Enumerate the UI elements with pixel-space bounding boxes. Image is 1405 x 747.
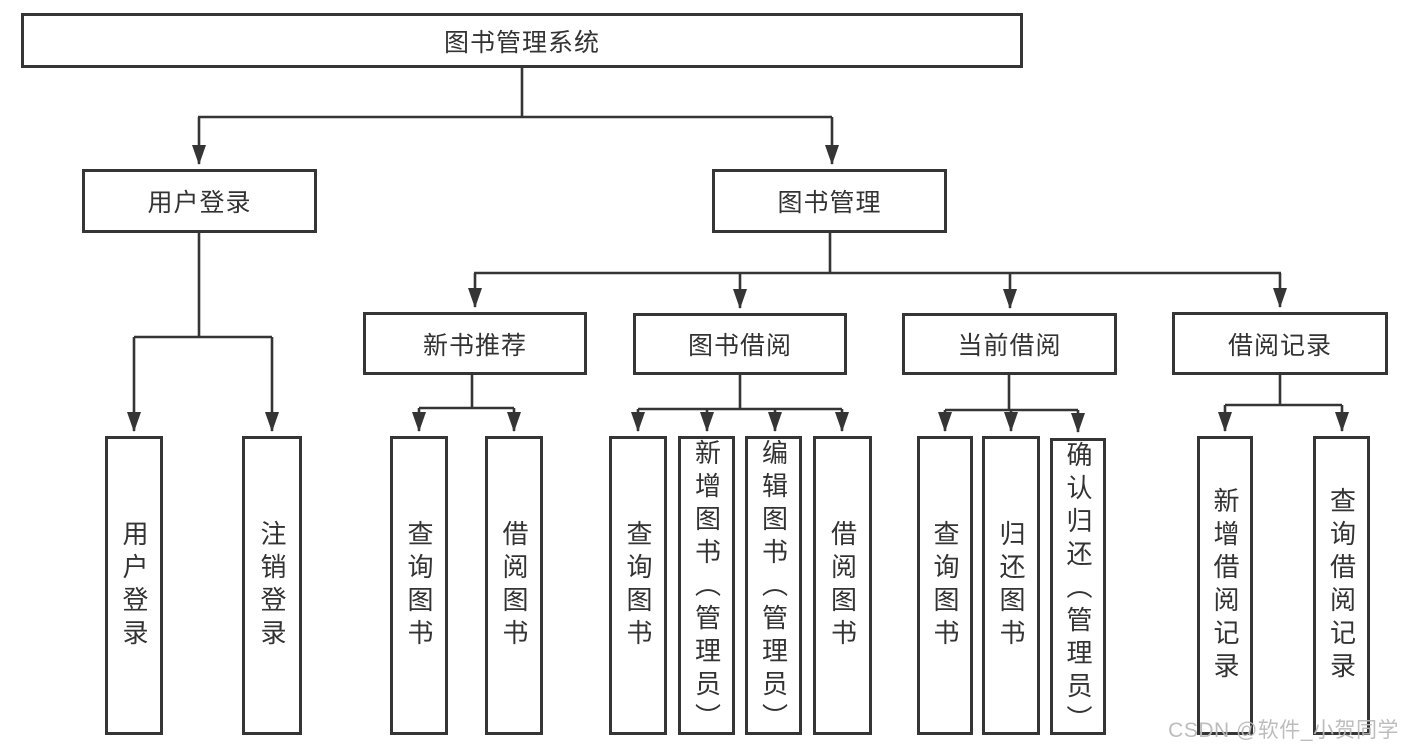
leaf-bb-query-book: 查询图书 — [609, 436, 667, 735]
node-book-mgmt: 图书管理 — [712, 169, 947, 233]
leaf-bb-query-book-label: 查询图书 — [623, 519, 653, 652]
leaf-br-query-record: 查询借阅记录 — [1313, 436, 1370, 735]
leaf-nbr-query-book-label: 查询图书 — [404, 519, 434, 652]
leaf-nbr-borrow-book-label: 借阅图书 — [499, 519, 529, 652]
leaf-br-query-record-label: 查询借阅记录 — [1326, 486, 1357, 685]
node-current-borrow: 当前借阅 — [902, 313, 1117, 375]
leaf-user-login: 用户登录 — [105, 436, 163, 735]
leaf-nbr-query-book: 查询图书 — [390, 436, 448, 735]
leaf-logout: 注销登录 — [242, 436, 302, 735]
node-root: 图书管理系统 — [21, 13, 1023, 68]
node-user-login: 用户登录 — [82, 169, 317, 233]
leaf-logout-label: 注销登录 — [257, 519, 287, 652]
leaf-cb-confirm-return-admin-label: 确认归还（管理员） — [1063, 441, 1093, 738]
csdn-watermark: CSDN @软件_小贺同学 — [1168, 719, 1399, 742]
leaf-user-login-label: 用户登录 — [119, 519, 149, 652]
node-user-login-label: 用户登录 — [147, 189, 252, 217]
leaf-br-add-record: 新增借阅记录 — [1197, 436, 1253, 735]
leaf-bb-borrow-book-label: 借阅图书 — [827, 519, 858, 652]
leaf-bb-edit-book-admin: 编辑图书（管理员） — [745, 436, 802, 736]
leaf-cb-query-book: 查询图书 — [917, 436, 973, 735]
node-borrow-record-label: 借阅记录 — [1227, 331, 1332, 360]
leaf-bb-add-book-admin-label: 新增图书（管理员） — [691, 439, 722, 736]
node-new-book-rec-label: 新书推荐 — [422, 331, 527, 360]
node-root-label: 图书管理系统 — [443, 28, 600, 57]
leaf-bb-edit-book-admin-label: 编辑图书（管理员） — [758, 439, 789, 736]
leaf-cb-query-book-label: 查询图书 — [930, 519, 960, 652]
node-book-borrow: 图书借阅 — [633, 313, 847, 375]
leaf-bb-add-book-admin: 新增图书（管理员） — [678, 436, 735, 736]
leaf-nbr-borrow-book: 借阅图书 — [485, 436, 543, 735]
leaf-cb-return-book-label: 归还图书 — [996, 519, 1026, 652]
node-current-borrow-label: 当前借阅 — [957, 332, 1062, 360]
leaf-bb-borrow-book: 借阅图书 — [813, 436, 872, 735]
leaf-br-add-record-label: 新增借阅记录 — [1210, 486, 1240, 685]
node-borrow-record: 借阅记录 — [1172, 312, 1388, 375]
node-book-mgmt-label: 图书管理 — [777, 189, 882, 217]
node-book-borrow-label: 图书借阅 — [687, 332, 792, 360]
leaf-cb-confirm-return-admin: 确认归还（管理员） — [1050, 438, 1106, 738]
leaf-cb-return-book: 归还图书 — [982, 436, 1040, 735]
node-new-book-rec: 新书推荐 — [363, 312, 587, 375]
